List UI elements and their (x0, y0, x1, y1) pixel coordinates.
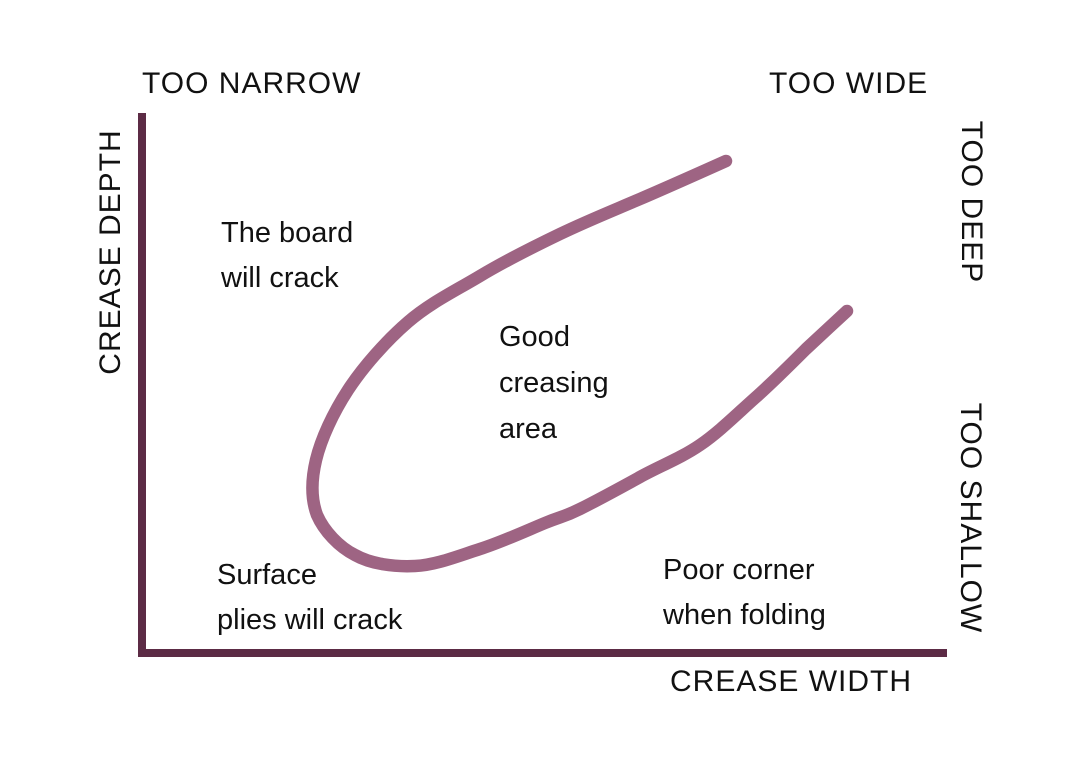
annotation-surface-plies-crack: Surface plies will crack (217, 559, 403, 636)
label-too-shallow: TOO SHALLOW (954, 402, 987, 634)
y-axis-line (138, 113, 146, 657)
label-too-narrow: TOO NARROW (142, 67, 362, 100)
y-axis-title: CREASE DEPTH (94, 129, 127, 375)
annotation-board-will-crack: The board will crack (221, 217, 354, 294)
annotation-poor-corner-folding: Poor corner when folding (663, 554, 826, 631)
label-too-wide: TOO WIDE (769, 67, 929, 100)
x-axis-line (138, 649, 947, 657)
annotation-good-creasing-area: Good creasing area (499, 321, 609, 445)
x-axis-title: CREASE WIDTH (670, 665, 913, 698)
label-too-deep: TOO DEEP (955, 120, 988, 284)
good-creasing-curve (306, 154, 854, 573)
